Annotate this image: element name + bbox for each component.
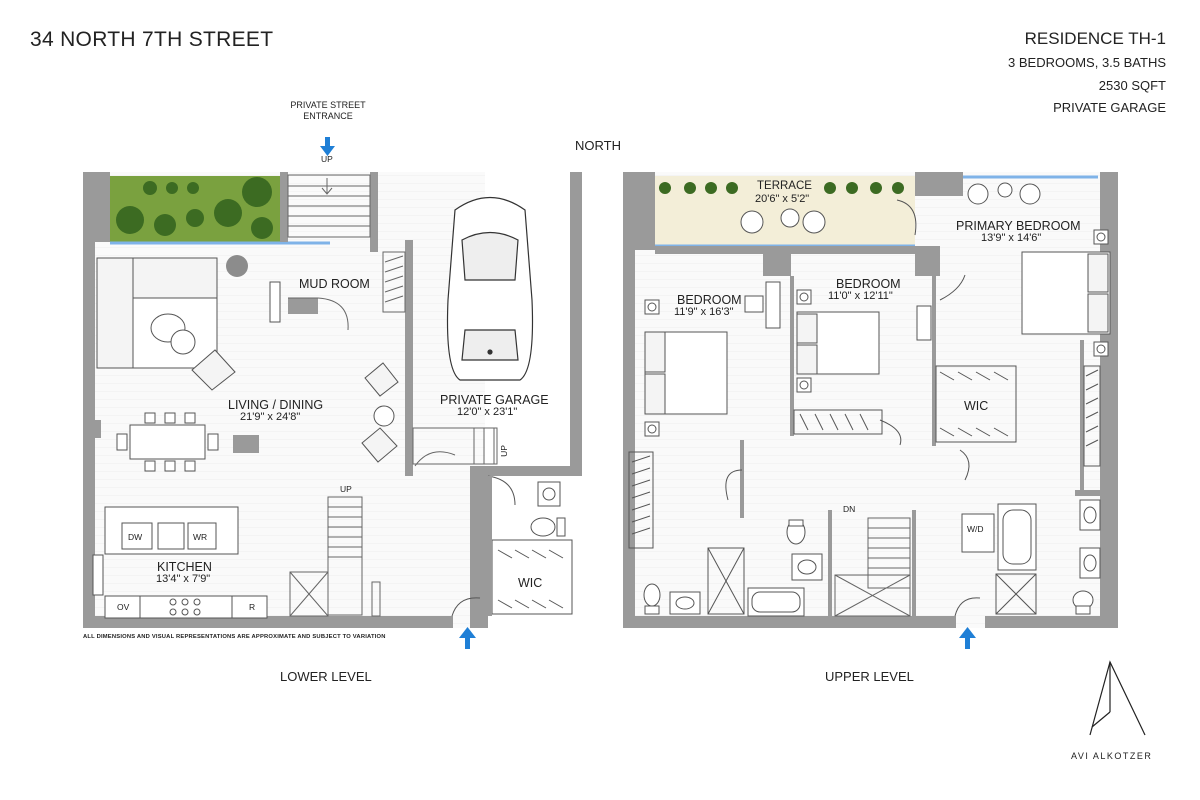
street-entrance-label-line1: PRIVATE STREET [290, 100, 366, 110]
oven-label: OV [117, 602, 130, 612]
disclaimer-text: ALL DIMENSIONS AND VISUAL REPRESENTATION… [83, 634, 386, 640]
property-address: 34 NORTH 7TH STREET [30, 28, 274, 51]
lower-level-label: LOWER LEVEL [280, 669, 372, 684]
lower-level-plan [83, 172, 582, 628]
kitchen-name: KITCHEN [157, 560, 212, 574]
lower-wic-label: WIC [518, 576, 543, 590]
terrace-dims: 20'6" x 5'2" [755, 193, 810, 205]
street-entrance-label-line2: ENTRANCE [303, 111, 353, 121]
bed-bath-info: 3 BEDROOMS, 3.5 BATHS [1008, 55, 1166, 70]
car-icon [446, 197, 534, 381]
brand-logo [1089, 660, 1146, 736]
main-stair-up-label: UP [340, 484, 352, 494]
lower-up-label: UP [321, 154, 333, 164]
terrace-name: TERRACE [757, 180, 812, 192]
refrigerator-label: R [249, 602, 256, 612]
primary-bedroom-name: PRIMARY BEDROOM [956, 219, 1081, 233]
compass-north-label: NORTH [575, 138, 621, 153]
garage-room-dims: 12'0" x 23'1" [457, 406, 518, 418]
bedroom-two-dims: 11'0" x 12'11" [828, 290, 893, 302]
kitchen-dims: 13'4" x 7'9" [156, 573, 211, 585]
garage-feature: PRIVATE GARAGE [1053, 100, 1166, 115]
bedroom-two-name: BEDROOM [836, 277, 901, 291]
bedroom-one-name: BEDROOM [677, 293, 742, 307]
living-dining-name: LIVING / DINING [228, 398, 324, 412]
garage-up-label: UP [498, 445, 509, 457]
dishwasher-label: DW [128, 532, 143, 542]
garage-room-name: PRIVATE GARAGE [440, 393, 549, 407]
upper-level-label: UPPER LEVEL [825, 669, 914, 684]
washer-dryer-label: W/D [967, 524, 984, 534]
square-footage: 2530 SQFT [1098, 78, 1166, 93]
living-dining-dims: 21'9" x 24'8" [240, 411, 301, 423]
bedroom-one-dims: 11'9" x 16'3" [674, 306, 734, 318]
residence-name: RESIDENCE TH-1 [1024, 29, 1166, 48]
entrance-arrows [320, 137, 976, 649]
wine-refrigerator-label: WR [193, 532, 208, 542]
primary-bedroom-dims: 13'9" x 14'6" [981, 232, 1042, 244]
upper-level-plan [623, 172, 1118, 628]
stair-down-label: DN [843, 504, 856, 514]
street-entrance-label: PRIVATE STREET ENTRANCE [288, 100, 368, 122]
mud-room-label: MUD ROOM [299, 277, 370, 291]
upper-wic-label: WIC [964, 399, 989, 413]
brand-name: AVI ALKOTZER [1071, 751, 1153, 761]
